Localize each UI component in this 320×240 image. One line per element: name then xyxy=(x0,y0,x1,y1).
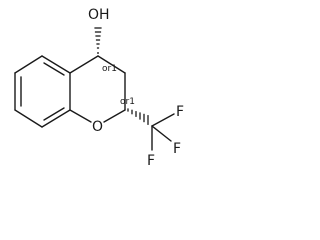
stereo-descriptor-c2: or1 xyxy=(120,97,135,107)
bond-c-f2 xyxy=(151,125,172,142)
fluorine-label-3: F xyxy=(147,153,155,169)
bond-c-f1 xyxy=(151,113,175,127)
bond-c4a-c5 xyxy=(41,55,71,74)
fluorine-label-1: F xyxy=(176,104,184,120)
benzene-ring xyxy=(14,55,71,128)
structure-canvas: OH O F F F or1 or1 xyxy=(14,7,185,169)
hashed-wedge-oh xyxy=(94,27,102,54)
bond-c5-c6 xyxy=(14,55,43,74)
aromatic-inner-bond-3 xyxy=(43,62,65,76)
bond-c9-c10 xyxy=(14,109,43,128)
bond-c10-c8a xyxy=(41,109,71,128)
cf3-bonds xyxy=(151,113,175,151)
bond-o1-c8a xyxy=(69,109,92,123)
pyran-ring xyxy=(69,55,126,123)
hashed-wedge-cf3 xyxy=(127,108,149,125)
bond-c4a-c4 xyxy=(69,55,99,74)
aromatic-inner-bond-2 xyxy=(43,107,65,121)
fluorine-label-2: F xyxy=(173,141,181,157)
molecule-diagram: OH O F F F or1 or1 xyxy=(14,7,184,169)
bond-c4-c3 xyxy=(97,55,126,74)
stereo-descriptor-c4: or1 xyxy=(102,64,117,74)
hydroxyl-label: OH xyxy=(88,7,110,23)
bond-c2-o1 xyxy=(103,109,126,123)
ring-oxygen-label: O xyxy=(92,119,103,135)
